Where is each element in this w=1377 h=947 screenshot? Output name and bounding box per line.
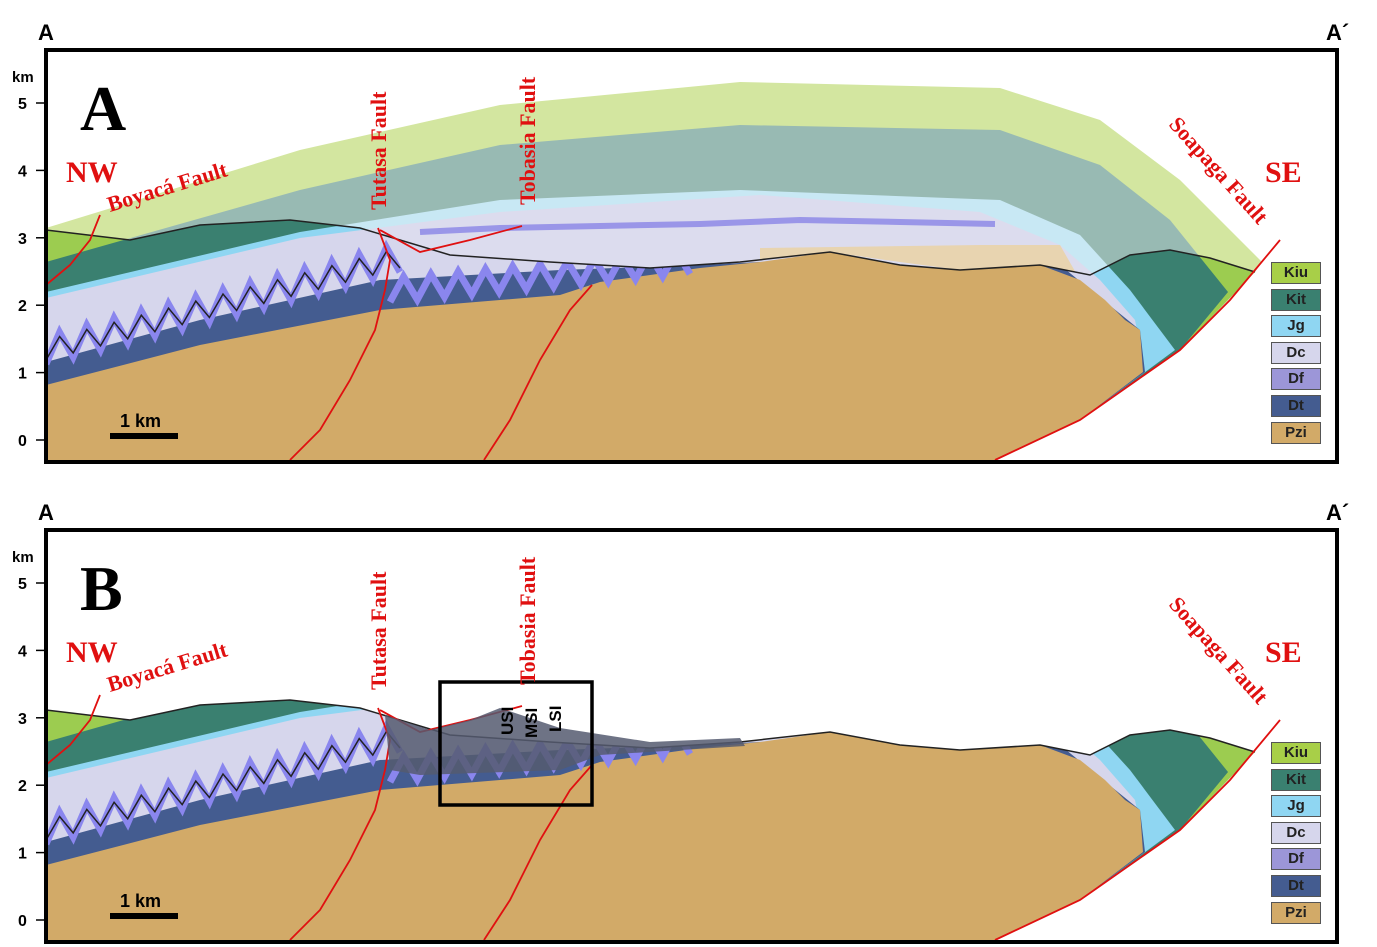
legend-panel-b: Kiu Kit Jg Dc Df Dt Pzi (1271, 742, 1321, 928)
section-start-label: A (38, 20, 54, 45)
section-end-label-b: A´ (1326, 500, 1349, 525)
panel-letter: B (80, 553, 123, 624)
soapaga-fault-label: Soapaga Fault (1164, 592, 1273, 710)
legend-item-kiu: Kiu (1271, 742, 1321, 764)
axis-tick-label: 5 (18, 96, 27, 113)
legend-item-df: Df (1271, 368, 1321, 391)
panel-letter: A (80, 73, 126, 144)
legend-panel-a: Kiu Kit Jg Dc Df Dt Pzi (1271, 262, 1321, 448)
legend-item-kiu: Kiu (1271, 262, 1321, 284)
axis-unit: km (12, 69, 34, 86)
axis-tick-label: 2 (18, 298, 27, 315)
axis-tick-label: 3 (18, 711, 27, 728)
legend-item-pzi: Pzi (1271, 901, 1321, 924)
depth-axis-a: 0 1 2 3 4 5 (18, 96, 46, 450)
axis-tick-label: 1 (18, 846, 27, 863)
tobasia-fault-label: Tobasia Fault (515, 556, 540, 685)
axis-tick-label: 4 (18, 163, 27, 180)
legend-item-dt: Dt (1271, 394, 1321, 417)
legend-item-jg: Jg (1271, 795, 1321, 818)
boyaca-fault-label: Boyacá Fault (104, 636, 231, 696)
legend-item-jg: Jg (1271, 315, 1321, 338)
inset-label-msi: MSI (522, 708, 541, 738)
axis-tick-label: 0 (18, 913, 27, 930)
legend-item-kit: Kit (1271, 768, 1321, 791)
legend-item-df: Df (1271, 848, 1321, 871)
legend-item-dc: Dc (1271, 341, 1321, 364)
tutasa-fault-label: Tutasa Fault (366, 571, 391, 690)
scale-bar-label: 1 km (120, 891, 161, 911)
direction-se: SE (1265, 636, 1302, 669)
legend-item-dt: Dt (1271, 874, 1321, 897)
direction-nw: NW (66, 156, 118, 189)
axis-tick-label: 1 (18, 366, 27, 383)
panel-a: A (44, 48, 1339, 464)
axis-tick-label: 4 (18, 643, 27, 660)
direction-nw: NW (66, 636, 118, 669)
section-start-label-b: A (38, 500, 54, 525)
axis-tick-label: 0 (18, 433, 27, 450)
panel-frame (44, 528, 1339, 944)
panel-b: B USI MSI LSI (44, 528, 1339, 944)
inset-box (438, 680, 594, 807)
tutasa-fault-label: Tutasa Fault (366, 91, 391, 210)
inset-label-lsi: LSI (546, 706, 565, 732)
legend-item-dc: Dc (1271, 821, 1321, 844)
inset-label-usi: USI (498, 707, 517, 735)
axis-unit: km (12, 549, 34, 566)
axis-tick-label: 2 (18, 778, 27, 795)
axis-tick-label: 5 (18, 576, 27, 593)
depth-axis-b: 0 1 2 3 4 5 (18, 576, 46, 930)
axis-tick-label: 3 (18, 231, 27, 248)
scale-bar-label: 1 km (120, 411, 161, 431)
section-end-label: A´ (1326, 20, 1349, 45)
legend-item-kit: Kit (1271, 288, 1321, 311)
panel-frame (44, 48, 1339, 464)
direction-se: SE (1265, 156, 1302, 189)
legend-item-pzi: Pzi (1271, 421, 1321, 444)
tobasia-fault-label: Tobasia Fault (515, 76, 540, 205)
